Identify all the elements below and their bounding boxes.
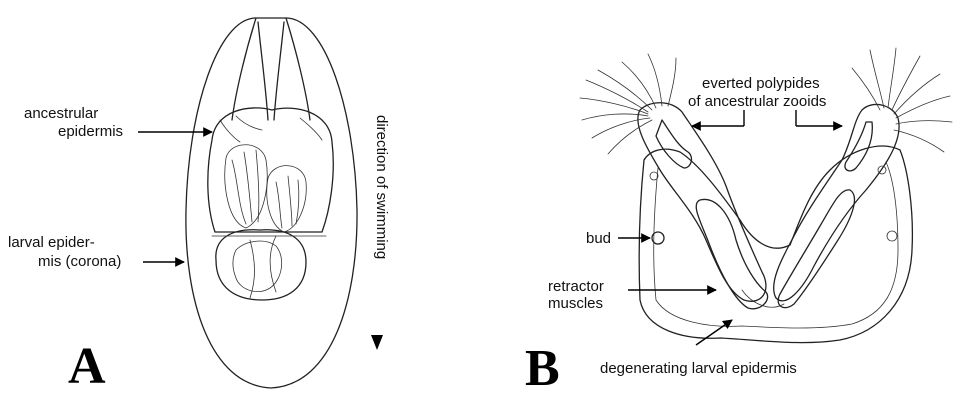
apical-organ [232, 18, 310, 120]
left-retractor-column [696, 199, 767, 308]
panel-b: everted polypides of ancestrular zooids … [525, 48, 952, 397]
label-bud: bud [586, 230, 611, 247]
right-retractor-column [778, 190, 854, 308]
direction-arrow-icon [371, 335, 383, 350]
label-direction: direction of swimming [373, 115, 390, 259]
label-retractor-line2: muscles [548, 295, 603, 312]
ancestrular-mass [208, 108, 333, 232]
larva-drawing [186, 18, 357, 388]
label-larval-line1: larval epider- [8, 234, 95, 251]
label-retractor-line1: retractor [548, 278, 604, 295]
label-larval-line2: mis (corona) [38, 253, 121, 270]
larval-body-outline [186, 18, 357, 388]
panel-a-letter: A [68, 338, 106, 395]
label-everted-line2: of ancestrular zooids [688, 93, 826, 110]
label-degenerating: degenerating larval epidermis [600, 360, 797, 377]
panel-a: ancestrular epidermis larval epider- mis… [8, 18, 390, 395]
label-ancestrular-line2: epidermis [58, 123, 123, 140]
larval-lower-mass [216, 230, 306, 300]
left-tentacle-crown [580, 54, 676, 154]
right-tentacle-crown [852, 48, 952, 152]
saddle-body-outline [639, 146, 912, 343]
polypide-lobe-left [225, 145, 267, 228]
label-everted-line1: everted polypides [702, 75, 820, 92]
panel-b-letter: B [525, 340, 560, 397]
polypide-lobe-right [267, 166, 306, 232]
label-ancestrular-line1: ancestrular [24, 105, 98, 122]
